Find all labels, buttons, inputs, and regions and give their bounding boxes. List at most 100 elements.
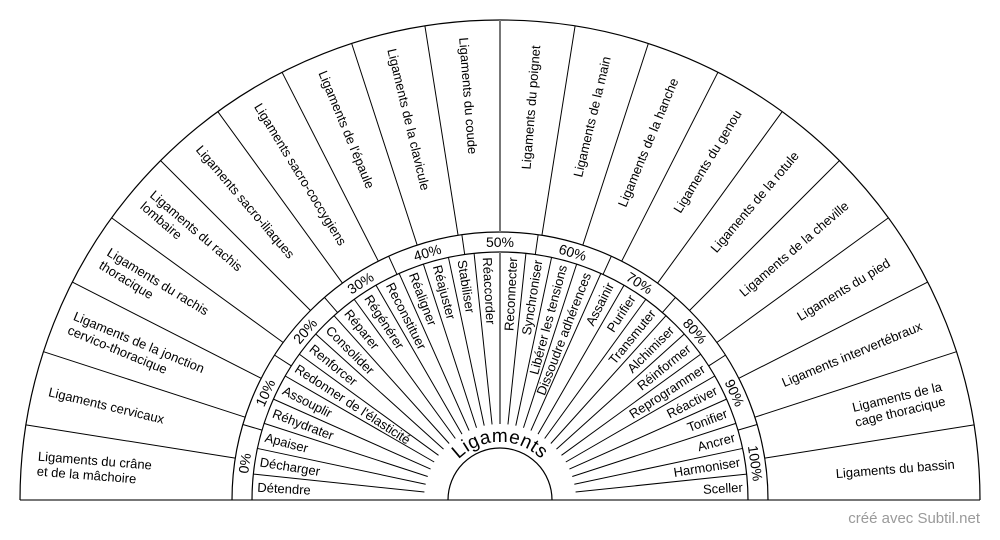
outer-divider [689,160,840,311]
ligament-label-line: Ligaments du bassin [835,457,955,481]
ligament-label-line: Ligaments du pied [794,255,892,323]
ligament-label: Ligaments de la rotule [707,148,801,255]
percent-divider [602,256,612,275]
ligament-label: Ligaments de lacage thoracique [850,379,948,430]
action-divider [537,284,625,435]
action-divider [575,473,747,493]
action-divider [257,447,426,485]
percent-divider [461,234,466,255]
action-divider [523,263,578,428]
footer-credit[interactable]: créé avec Subtil.net [848,510,980,527]
percent-label: 50% [486,234,514,250]
action-divider [574,447,743,485]
outer-divider [160,160,311,311]
percent-label: 90% [722,377,748,409]
percent-divider [324,297,338,313]
percent-label: 100% [745,444,766,482]
action-divider [333,315,450,444]
outer-divider [716,217,889,343]
ligament-label: Ligaments cervicaux [47,384,166,426]
action-divider [263,422,428,477]
ligament-label: Ligaments du coude [456,37,480,155]
outer-divider [754,351,957,418]
action-divider [299,353,439,456]
outer-divider [424,25,459,236]
action-divider [398,273,470,431]
action-divider [473,253,493,425]
action-divider [565,375,716,463]
percent-label: 60% [557,241,588,264]
ligament-label-line: Ligaments de l'épaule [316,68,378,190]
percent-divider [534,234,539,255]
action-divider [544,299,647,439]
action-divider [375,284,463,435]
percent-label: 10% [252,377,278,409]
ligament-label-line: Ligaments intervertébraux [780,318,925,390]
action-divider [556,333,685,450]
action-divider [572,422,737,477]
ligament-label: Ligaments du pied [794,255,892,323]
outer-divider [351,43,418,246]
percent-label: 40% [412,241,443,264]
hub-arc [447,447,553,501]
percent-label: 70% [623,269,655,298]
ligament-label: Ligaments du crâneet de la mâchoire [36,449,152,488]
action-divider [273,398,431,470]
action-label: Reconnecter [501,256,520,331]
action-label: Stabiliser [455,259,478,315]
ligament-label: Ligaments intervertébraux [780,318,925,390]
action-divider [530,273,602,431]
ligament-label: Ligaments de la clavicule [384,47,432,192]
action-divider [253,473,425,493]
ligament-label-line: Ligaments du coude [456,37,480,155]
ligament-label-line: Ligaments cervicaux [47,384,166,426]
percent-divider [388,256,398,275]
ligament-label-line: Ligaments de la hanche [615,76,682,209]
action-divider [447,257,485,426]
percent-divider [274,354,292,367]
outer-divider [111,217,284,343]
ligament-label-line: Ligaments du poignet [519,44,544,169]
chart-title-text: Ligaments [448,426,551,463]
outer-divider [25,424,236,459]
ligament-label: Ligaments du genou [670,107,744,215]
action-divider [507,253,527,425]
action-divider [561,353,701,456]
ligament-label: Ligaments de la hanche [615,76,682,209]
chart-lines [19,19,981,501]
percent-label: 0% [235,452,254,474]
outer-divider [541,25,576,236]
chart-title: Ligaments [448,426,552,463]
outer-divider [281,72,379,262]
action-divider [515,257,553,426]
action-label: Apaiser [263,430,310,456]
action-divider [550,315,667,444]
action-divider [569,398,727,470]
action-divider [422,263,477,428]
action-label: Sceller [703,480,744,497]
outer-divider [582,43,649,246]
ligament-label-line: Ligaments du genou [670,107,744,215]
outer-divider [764,424,975,459]
action-divider [353,299,456,439]
ligament-label: Ligaments du rachisthoracique [97,245,212,332]
percent-divider [708,354,726,367]
action-divider [284,375,435,463]
outer-divider [738,281,928,379]
outer-divider [43,351,246,418]
action-label: Réaccorder [480,257,499,326]
ligament-label-line: Ligaments de la clavicule [384,47,432,192]
ligament-label: Ligaments de la jonctioncervico-thoraciq… [66,309,207,390]
action-label: Détendre [257,480,311,498]
percent-divider [662,297,676,313]
outer-divider [657,111,783,284]
percent-divider [242,424,263,431]
ligament-label: Ligaments de la main [570,55,613,179]
outer-divider [72,281,262,379]
ligament-label: Ligaments de l'épaule [316,68,378,190]
action-divider [315,333,444,450]
percent-divider [737,424,758,431]
ligament-label-line: Ligaments de la main [570,55,613,179]
ligament-label: Ligaments du bassin [835,457,955,481]
